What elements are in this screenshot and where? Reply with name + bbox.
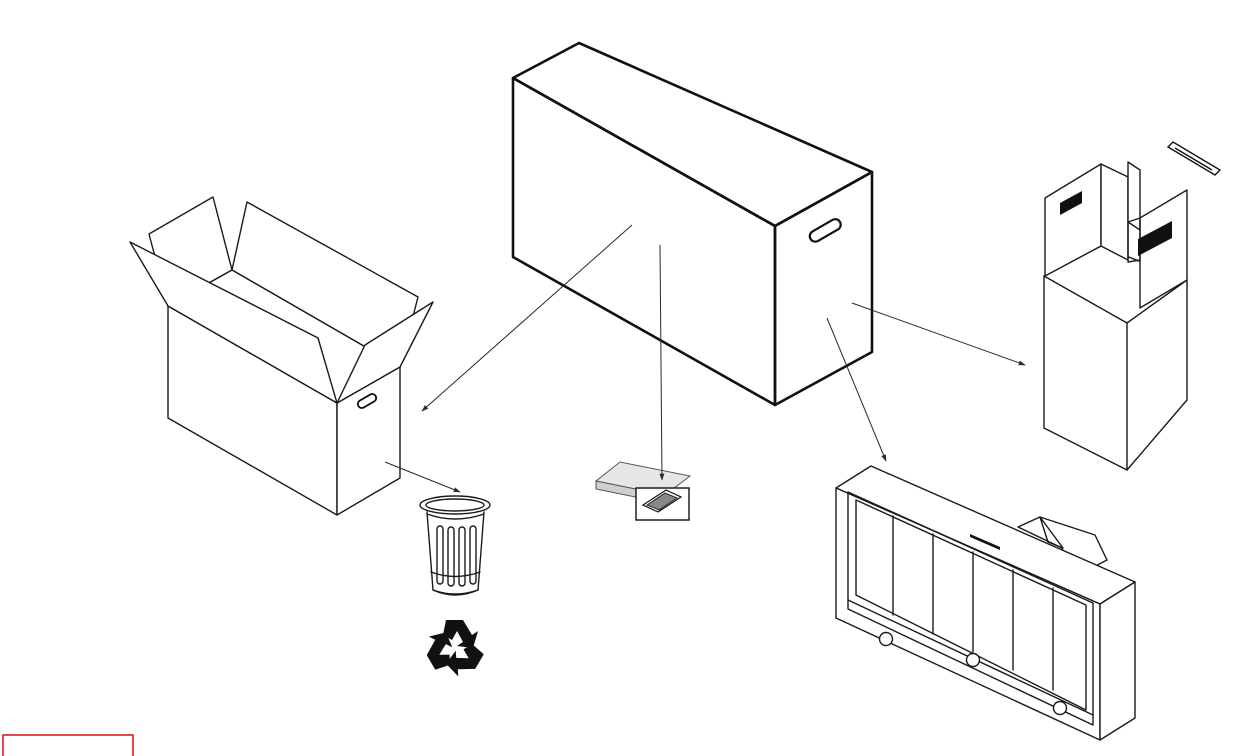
- box-handle: [808, 218, 842, 243]
- chimney-cover: [1043, 141, 1222, 471]
- box-handle: [356, 393, 378, 409]
- closed-shipping-box: [511, 41, 874, 407]
- page-marker-frame: [2, 734, 134, 756]
- trash-can-icon: [419, 495, 491, 596]
- range-hood: [835, 465, 1136, 741]
- manual-and-hardware-bag: [594, 461, 692, 521]
- recycle-icon: [426, 620, 484, 677]
- mounting-bracket: [1166, 141, 1222, 176]
- open-empty-box: [129, 196, 434, 516]
- unpacking-arrows: [384, 224, 1026, 493]
